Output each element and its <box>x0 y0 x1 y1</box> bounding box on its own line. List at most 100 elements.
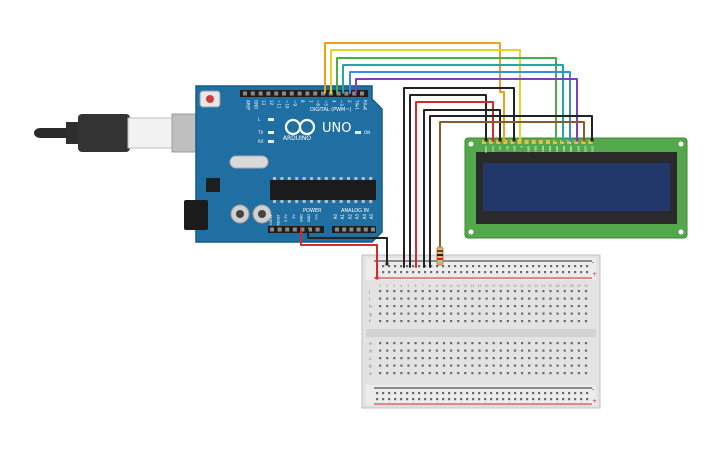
column-label: 30 <box>584 284 588 288</box>
wire-end <box>502 138 506 142</box>
rail-hole <box>394 398 397 401</box>
terminal-hole <box>393 364 396 367</box>
terminal-hole <box>492 290 495 293</box>
arduino-brand: ARDUINO <box>283 135 312 142</box>
terminal-hole <box>584 342 588 345</box>
rail-hole <box>400 265 403 268</box>
rail-hole <box>430 398 433 401</box>
terminal-hole <box>549 290 552 293</box>
rail-hole <box>412 265 415 268</box>
purple-wire <box>355 78 578 141</box>
rail-hole <box>442 271 445 274</box>
lcd-pin <box>503 140 508 144</box>
rail-hole <box>418 392 421 395</box>
terminal-hole <box>442 312 446 315</box>
terminal-hole <box>570 305 573 308</box>
rail-hole <box>430 271 433 274</box>
rail-hole <box>424 392 427 395</box>
voltage-regulator <box>206 178 220 192</box>
terminal-hole <box>393 342 396 345</box>
terminal-hole <box>570 312 573 315</box>
digital-pin-hole <box>243 91 247 96</box>
rail-hole <box>424 271 427 274</box>
digital-pin-label: GND <box>253 100 258 109</box>
terminal-hole <box>549 349 552 352</box>
terminal-hole <box>521 320 524 323</box>
terminal-hole <box>521 342 524 345</box>
column-label: 1 <box>379 284 381 288</box>
terminal-hole <box>471 349 474 352</box>
power-label: POWER <box>303 208 322 214</box>
column-label: 15 <box>477 284 481 288</box>
terminal-hole <box>435 372 438 375</box>
rail-hole <box>424 265 427 268</box>
terminal-hole <box>457 357 460 360</box>
terminal-hole <box>450 312 453 315</box>
rail-hole <box>442 265 445 268</box>
chip-pin <box>317 177 321 180</box>
terminal-hole <box>450 357 453 360</box>
rail-hole <box>502 398 505 401</box>
terminal-hole <box>528 312 531 315</box>
rail-hole <box>508 271 511 274</box>
terminal-hole <box>478 372 481 375</box>
chip-pin <box>310 200 313 203</box>
terminal-hole <box>414 357 417 360</box>
terminal-hole <box>450 297 453 300</box>
terminal-hole <box>421 312 424 315</box>
usb-cable <box>34 113 207 153</box>
digital-pin-label: ~9 <box>292 100 297 106</box>
rail-hole <box>568 271 571 274</box>
rail-hole <box>484 265 487 268</box>
terminal-hole <box>556 357 559 360</box>
terminal-hole <box>435 349 438 352</box>
terminal-hole <box>400 357 403 360</box>
terminal-hole <box>386 342 389 345</box>
terminal-hole <box>535 297 538 300</box>
lcd-pin-label: DB6 <box>569 146 573 152</box>
chip-pin <box>280 200 284 203</box>
power-jack <box>184 200 208 230</box>
terminal-hole <box>442 342 446 345</box>
rail-hole <box>586 392 589 395</box>
terminal-hole <box>450 320 453 323</box>
rail-hole <box>466 265 469 268</box>
terminal-hole <box>485 320 488 323</box>
terminal-hole <box>407 364 410 367</box>
lcd-pin-label: DB3 <box>548 146 552 152</box>
crystal <box>229 155 269 169</box>
terminal-hole <box>400 290 403 293</box>
column-label: 17 <box>492 284 496 288</box>
terminal-hole <box>407 290 410 293</box>
rail-hole <box>556 392 559 395</box>
terminal-hole <box>379 312 382 315</box>
terminal-hole <box>450 342 453 345</box>
terminal-hole <box>528 357 531 360</box>
rail-hole <box>502 392 505 395</box>
terminal-hole <box>570 349 573 352</box>
terminal-hole <box>421 349 424 352</box>
terminal-hole <box>549 372 552 375</box>
terminal-hole <box>421 357 424 360</box>
column-label: 7 <box>422 284 424 288</box>
rail-hole <box>544 398 547 401</box>
rail-hole <box>478 398 481 401</box>
terminal-hole <box>570 320 573 323</box>
terminal-hole <box>570 290 573 293</box>
terminal-hole <box>563 305 566 308</box>
column-label: 29 <box>577 284 581 288</box>
column-label: 25 <box>548 284 552 288</box>
terminal-hole <box>478 312 481 315</box>
terminal-hole <box>414 349 417 352</box>
rail-hole <box>562 271 565 274</box>
power-pin-hole <box>270 227 274 232</box>
terminal-hole <box>499 305 502 308</box>
black-wire <box>423 109 501 268</box>
column-label: 2 <box>386 284 388 288</box>
power-pin-label: 5V <box>292 213 296 218</box>
lcd-pin-label: LED <box>583 146 587 153</box>
arduino-logo: ARDUINO UNO <box>283 118 351 142</box>
power-pin-hole <box>292 227 297 232</box>
